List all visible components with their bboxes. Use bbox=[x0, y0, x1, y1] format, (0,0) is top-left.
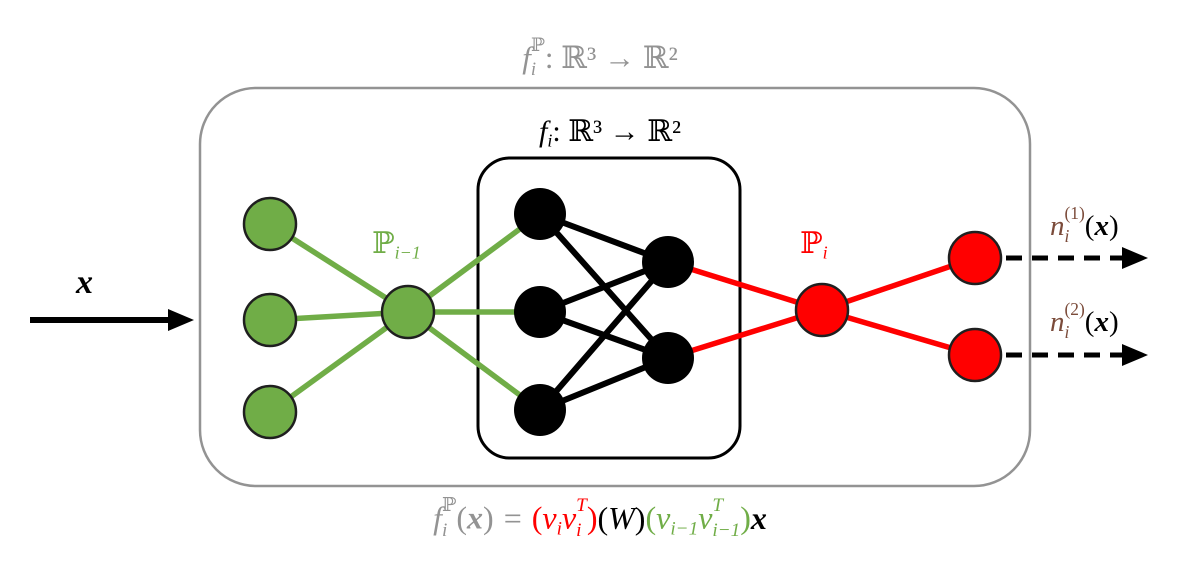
input-vector-label: x bbox=[76, 264, 93, 301]
hidden-in-node-3 bbox=[514, 384, 566, 436]
green-edge bbox=[267, 309, 411, 415]
output-label-2: n(2)i(x) bbox=[1050, 299, 1119, 342]
output-node-1 bbox=[947, 230, 1003, 286]
equation-input-vector: x bbox=[750, 499, 767, 536]
double-struck-p-symbol: ℙ bbox=[372, 227, 395, 260]
inner-function-box bbox=[476, 156, 742, 460]
green-edge bbox=[405, 309, 543, 413]
hidden-in-node-1 bbox=[514, 188, 566, 240]
outer-function-box bbox=[198, 86, 1032, 488]
input-node-3 bbox=[242, 384, 298, 440]
prev-projection-node bbox=[380, 284, 436, 340]
supsub-stack: (2)i bbox=[1064, 299, 1085, 342]
projection-label-curr: ℙi bbox=[800, 227, 828, 263]
supsub-stack: (1)i bbox=[1064, 203, 1085, 246]
output-symbol-2: n(2)i bbox=[1050, 299, 1085, 342]
f-symbol: f bbox=[538, 115, 548, 148]
output-symbol-1: n(1)i bbox=[1050, 203, 1085, 246]
black-edge bbox=[537, 259, 671, 413]
projection-label-prev: ℙi−1 bbox=[372, 227, 421, 263]
equation-weight-term: (W) bbox=[597, 499, 646, 536]
curr-projection-node bbox=[794, 282, 850, 338]
output-node-2 bbox=[947, 327, 1003, 383]
output-label-1: n(1)i(x) bbox=[1050, 203, 1119, 246]
f-symbol: f bbox=[522, 40, 531, 76]
green-edge bbox=[405, 211, 543, 315]
input-node-1 bbox=[242, 196, 298, 252]
hidden-in-node-2 bbox=[514, 286, 566, 338]
input-node-2 bbox=[242, 292, 298, 348]
hidden-out-node-2 bbox=[642, 332, 694, 384]
hidden-out-node-1 bbox=[642, 236, 694, 288]
green-edge bbox=[267, 221, 411, 315]
double-struck-p-symbol: ℙ bbox=[800, 227, 823, 260]
inner-function-signature: fi: ℝ³ → ℝ² bbox=[538, 115, 682, 151]
